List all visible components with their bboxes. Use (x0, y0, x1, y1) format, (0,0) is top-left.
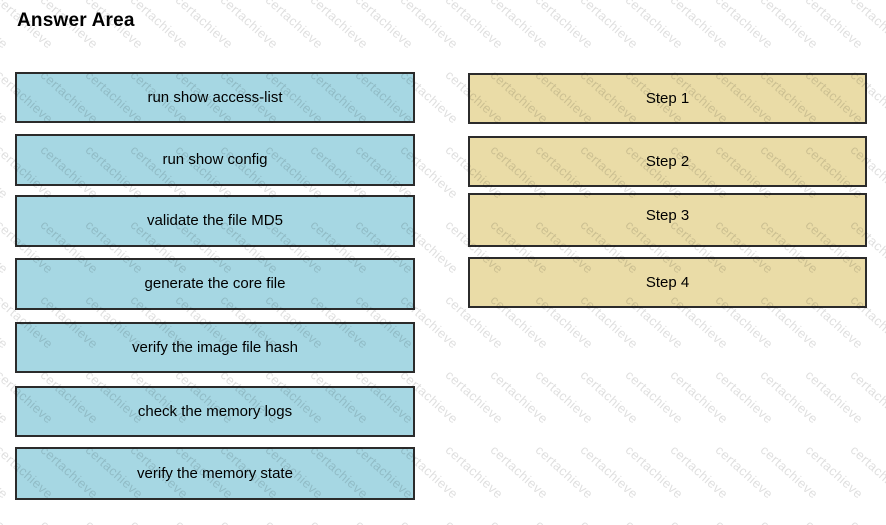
page-title: Answer Area (17, 10, 135, 31)
watermark-text: certachieve (667, 367, 732, 427)
watermark-text: certachieve (803, 517, 867, 525)
watermark-text: certachieve (83, 517, 147, 525)
option-label: verify the image file hash (132, 338, 298, 356)
step-label: Step 2 (645, 152, 690, 170)
watermark-text: certachieve (173, 517, 237, 525)
option-run-show-config[interactable]: run show config (15, 134, 415, 186)
watermark-text: certachieve (0, 0, 12, 52)
watermark-text: certachieve (487, 442, 552, 502)
watermark-text: certachieve (757, 0, 822, 52)
watermark-text: certachieve (398, 517, 462, 525)
option-generate-the-core-file[interactable]: generate the core file (15, 258, 415, 310)
option-label: run show config (162, 151, 268, 168)
watermark-text: certachieve (352, 0, 417, 52)
watermark-text: certachieve (622, 0, 687, 52)
watermark-text: certachieve (442, 0, 507, 52)
watermark-text: certachieve (0, 367, 12, 427)
watermark-text: certachieve (757, 367, 822, 427)
step-label: Step 1 (645, 89, 690, 107)
watermark-text: certachieve (578, 517, 642, 525)
step-3-slot[interactable]: Step 3 (468, 193, 867, 247)
watermark-text: certachieve (667, 0, 732, 52)
option-label: validate the file MD5 (147, 212, 283, 229)
watermark-text: certachieve (263, 517, 327, 525)
watermark-text: certachieve (487, 0, 552, 52)
option-verify-the-memory-state[interactable]: verify the memory state (15, 447, 415, 500)
watermark-text: certachieve (532, 442, 597, 502)
watermark-text: certachieve (802, 442, 867, 502)
watermark-text: certachieve (757, 442, 822, 502)
option-label: run show access-list (147, 88, 283, 106)
step-1-slot[interactable]: Step 1 (468, 73, 867, 124)
watermark-text: certachieve (443, 517, 507, 525)
watermark-text: certachieve (38, 517, 102, 525)
watermark-text: certachieve (218, 517, 282, 525)
step-label: Step 3 (645, 207, 690, 224)
watermark-text: certachieve (802, 367, 867, 427)
step-2-slot[interactable]: Step 2 (468, 136, 867, 187)
watermark-text: certachieve (847, 367, 886, 427)
option-label: check the memory logs (137, 402, 293, 420)
watermark-text: certachieve (577, 442, 642, 502)
watermark-text: certachieve (848, 517, 886, 525)
watermark-text: certachieve (0, 67, 12, 127)
watermark-text: certachieve (577, 0, 642, 52)
watermark-text: certachieve (127, 0, 192, 52)
watermark-text: certachieve (712, 442, 777, 502)
watermark-text: certachieve (622, 442, 687, 502)
watermark-text: certachieve (712, 367, 777, 427)
watermark-text: certachieve (172, 0, 237, 52)
option-validate-the-file-md5[interactable]: validate the file MD5 (15, 195, 415, 247)
watermark-text: certachieve (442, 367, 507, 427)
watermark-text: certachieve (532, 367, 597, 427)
option-verify-the-image-file-hash[interactable]: verify the image file hash (15, 322, 415, 373)
option-label: generate the core file (144, 275, 286, 292)
option-check-the-memory-logs[interactable]: check the memory logs (15, 386, 415, 437)
watermark-text: certachieve (623, 517, 687, 525)
watermark-text: certachieve (488, 517, 552, 525)
watermark-text: certachieve (532, 0, 597, 52)
watermark-text: certachieve (307, 0, 372, 52)
option-label: verify the memory state (137, 464, 293, 482)
watermark-text: certachieve (802, 0, 867, 52)
watermark-text: certachieve (0, 517, 11, 525)
watermark-text: certachieve (847, 0, 886, 52)
option-run-show-access-list[interactable]: run show access-list (15, 72, 415, 123)
watermark-text: certachieve (0, 142, 12, 202)
watermark-text: certachieve (712, 0, 777, 52)
watermark-text: certachieve (577, 367, 642, 427)
watermark-text: certachieve (0, 442, 12, 502)
watermark-text: certachieve (713, 517, 777, 525)
watermark-text: certachieve (0, 517, 56, 525)
watermark-text: certachieve (0, 217, 12, 277)
step-4-slot[interactable]: Step 4 (468, 257, 867, 308)
watermark-text: certachieve (667, 442, 732, 502)
watermark-text: certachieve (308, 517, 372, 525)
watermark-text: certachieve (758, 517, 822, 525)
watermark-text: certachieve (0, 292, 12, 352)
watermark-text: certachieve (397, 0, 462, 52)
watermark-text: certachieve (262, 0, 327, 52)
watermark-text: certachieve (668, 517, 732, 525)
watermark-text: certachieve (217, 0, 282, 52)
watermark-text: certachieve (128, 517, 192, 525)
watermark-text: certachieve (487, 367, 552, 427)
watermark-text: certachieve (353, 517, 417, 525)
watermark-text: certachieve (847, 442, 886, 502)
watermark-text: certachieve (533, 517, 597, 525)
watermark-text: certachieve (442, 442, 507, 502)
step-label: Step 4 (645, 273, 690, 291)
watermark-text: certachieve (622, 367, 687, 427)
